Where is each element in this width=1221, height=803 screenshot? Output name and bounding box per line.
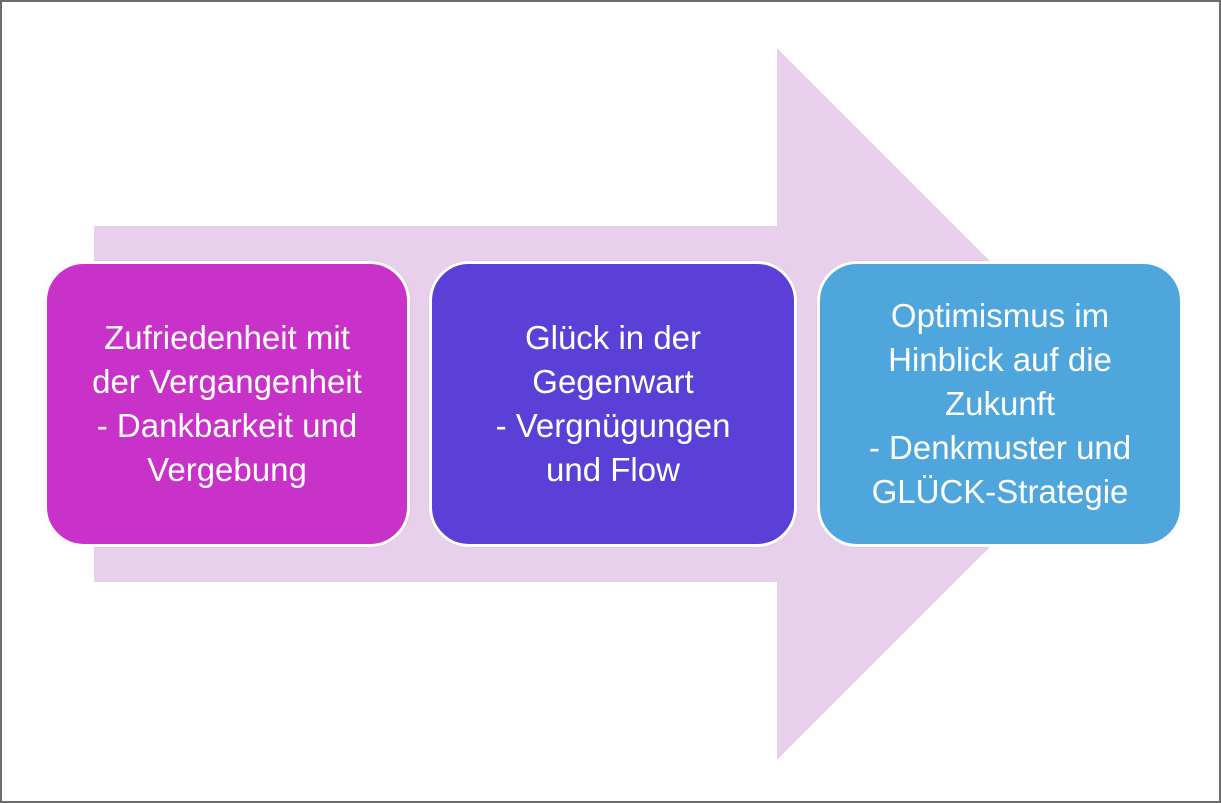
step-future-text: Optimismus im Hinblick auf die Zukunft -… [868, 297, 1132, 510]
step-past-box: Zufriedenheit mit der Vergangenheit - Da… [44, 261, 410, 547]
step-past-text: Zufriedenheit mit der Vergangenheit - Da… [92, 319, 362, 488]
step-future-box: Optimismus im Hinblick auf die Zukunft -… [817, 261, 1183, 547]
step-present-text: Glück in der Gegenwart - Vergnügungen un… [495, 319, 731, 488]
step-present-box: Glück in der Gegenwart - Vergnügungen un… [429, 261, 797, 547]
